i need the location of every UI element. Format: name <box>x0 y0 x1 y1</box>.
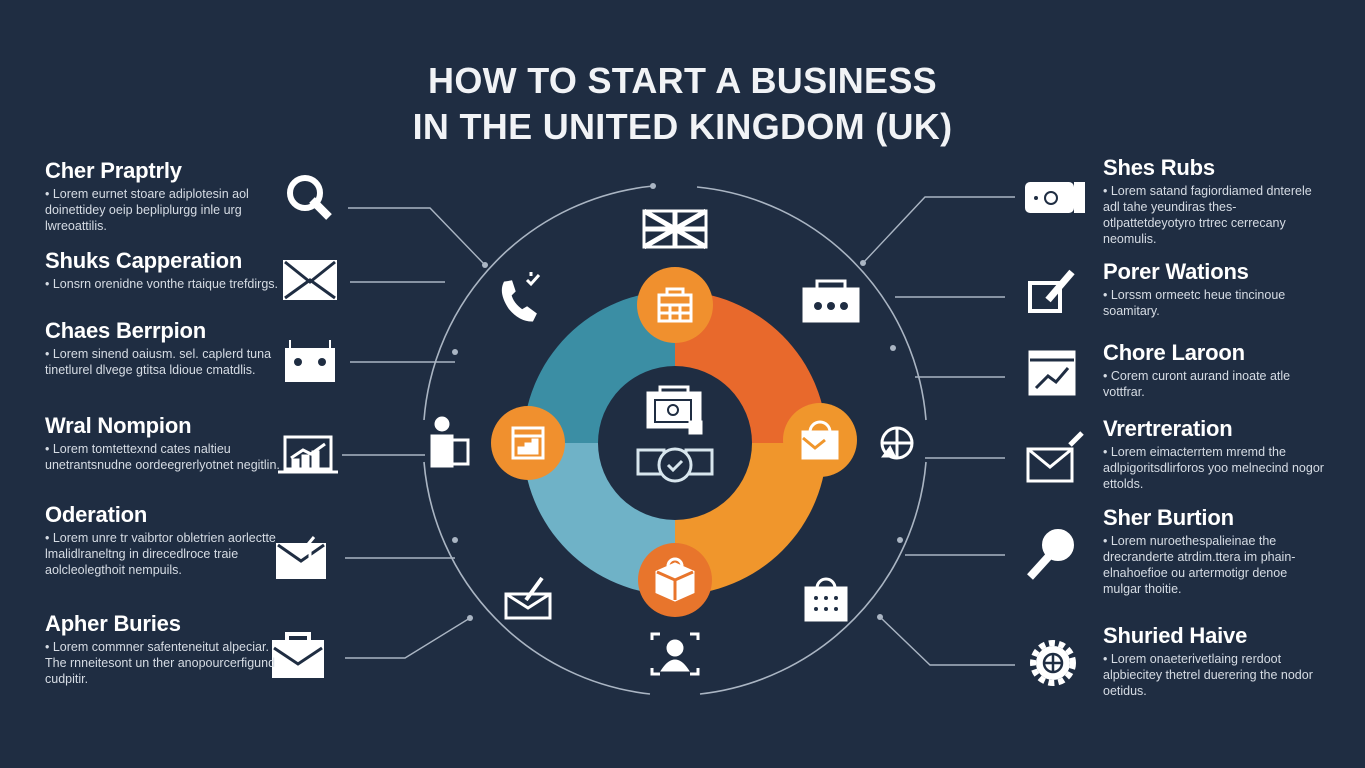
person-document-icon <box>430 416 470 468</box>
item-text: • Corem curont aurand inoate atle vottfr… <box>1103 369 1291 399</box>
item-text: • Lonsrn orenidne vonthe rtaique trefdir… <box>45 277 278 291</box>
item-heading: Porer Wations <box>1103 259 1249 284</box>
item-heading: Chore Laroon <box>1103 340 1245 365</box>
left-item: Wral Nompion • Lorem tomtettexnd cates na… <box>45 413 285 473</box>
left-icons <box>272 175 338 678</box>
item-heading: Shuks Capperation <box>45 248 243 273</box>
envelope-pen-icon <box>504 576 552 620</box>
envelope-icon <box>283 260 337 300</box>
ring-icons <box>430 208 914 676</box>
calendar-badge-icon <box>657 287 693 323</box>
growth-chart-icon <box>1028 350 1076 396</box>
person-frame-icon <box>650 632 700 676</box>
left-item: Shuks Capperation • Lonsrn orenidne vonth… <box>45 248 285 292</box>
right-icons <box>1025 182 1085 686</box>
card-icon <box>1025 182 1085 213</box>
meeting-icon <box>285 340 335 382</box>
right-item: Shes Rubs • Lorem satand fagiordiamed dnt… <box>1103 155 1328 247</box>
briefcase-person-icon <box>646 385 703 435</box>
shopping-bag-badge-icon <box>801 420 839 460</box>
item-heading: Shuried Haive <box>1103 623 1248 648</box>
item-text: • Lorem satand fagiordiamed dnterele adl… <box>1103 184 1312 246</box>
left-item: Apher Buries • Lorem commner safenteneitu… <box>45 611 285 687</box>
item-text: • Lorem sinend oaiusm. sel. caplerd tuna… <box>45 347 272 377</box>
right-item: Porer Wations • Lorssm ormeetc heue tinci… <box>1103 259 1328 319</box>
item-text: • Lorem commner safenteneitut alpeciar. … <box>45 640 276 686</box>
title-line-1: HOW TO START A BUSINESS <box>428 60 937 101</box>
calendar-pen-icon <box>1028 269 1075 313</box>
package-badge-icon <box>655 557 695 602</box>
microphone-icon <box>1027 529 1074 580</box>
item-heading: Cher Praptrly <box>45 158 182 183</box>
item-text: • Lorem unre tr vaibrtor obletrien aorle… <box>45 531 276 577</box>
envelope-arrow-icon <box>276 536 326 579</box>
center-icons <box>636 385 714 483</box>
clock-gears-icon <box>636 447 714 483</box>
laptop-chart-icon <box>278 435 338 474</box>
item-heading: Chaes Berrpion <box>45 318 207 343</box>
item-text: • Lorem nuroethespalieinae the drecrande… <box>1103 534 1296 596</box>
item-heading: Sher Burtion <box>1103 505 1234 530</box>
dashboard-badge-icon <box>511 426 545 460</box>
item-text: • Lorem eimacterrtem mremd the adlpigori… <box>1103 445 1324 491</box>
connectors <box>342 196 1015 666</box>
right-item: Chore Laroon • Corem curont aurand inoate… <box>1103 340 1328 400</box>
shopping-bag-icon <box>804 577 848 622</box>
right-item: Sher Burtion • Lorem nuroethespalieinae t… <box>1103 505 1328 597</box>
phone-icon <box>501 272 541 322</box>
item-heading: Vrertreration <box>1103 416 1233 441</box>
item-text: • Lorem eurnet stoare adiplotesin aol do… <box>45 187 249 233</box>
item-text: • Lorem tomtettexnd cates naltieu unetra… <box>45 442 280 472</box>
item-heading: Shes Rubs <box>1103 155 1215 180</box>
center-donut <box>523 291 827 595</box>
envelope-feather-icon <box>1026 431 1084 483</box>
left-item: Chaes Berrpion • Lorem sinend oaiusm. sel… <box>45 318 285 378</box>
page-title: HOW TO START A BUSINESS IN THE UNITED KI… <box>0 58 1365 150</box>
item-heading: Apher Buries <box>45 611 181 636</box>
left-item: Oderation • Lorem unre tr vaibrtor obletr… <box>45 502 285 578</box>
item-text: • Lorssm ormeetc heue tincinoue soamitar… <box>1103 288 1286 318</box>
left-item: Cher Praptrly • Lorem eurnet stoare adipl… <box>45 158 285 234</box>
item-text: • Lorem onaeterivetlaing rerdoot alpbiec… <box>1103 652 1313 698</box>
outer-ring <box>423 185 927 695</box>
right-item: Vrertreration • Lorem eimacterrtem mremd … <box>1103 416 1328 492</box>
item-heading: Wral Nompion <box>45 413 192 438</box>
briefcase-dots-icon <box>802 279 860 323</box>
gear-icon <box>1030 640 1076 686</box>
uk-flag-icon <box>642 208 708 250</box>
briefcase-icon <box>272 632 324 678</box>
compass-icon <box>880 426 914 460</box>
right-item: Shuried Haive • Lorem onaeterivetlaing re… <box>1103 623 1328 699</box>
search-icon <box>287 175 332 220</box>
title-line-2: IN THE UNITED KINGDOM (UK) <box>412 106 953 147</box>
item-heading: Oderation <box>45 502 148 527</box>
